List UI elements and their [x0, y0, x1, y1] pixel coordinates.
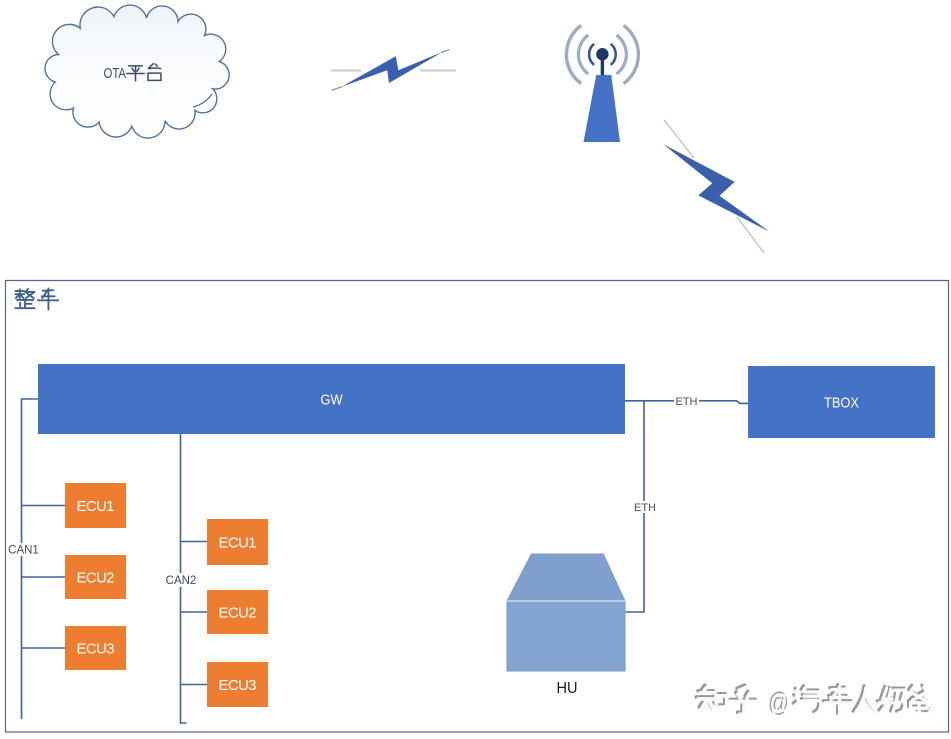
svg-text:ECU1: ECU1: [219, 535, 257, 552]
svg-text:ECU1: ECU1: [77, 498, 115, 515]
svg-text:@: @: [770, 689, 791, 719]
svg-text:ECU2: ECU2: [219, 605, 257, 622]
svg-text:CAN2: CAN2: [166, 575, 197, 587]
svg-text:@: @: [768, 687, 789, 717]
svg-text:ETH: ETH: [634, 502, 656, 514]
svg-text:HU: HU: [557, 680, 578, 697]
svg-text:ETH: ETH: [676, 396, 698, 408]
svg-text:ECU3: ECU3: [219, 677, 257, 694]
svg-text:ECU2: ECU2: [77, 570, 115, 587]
svg-text:CAN1: CAN1: [8, 545, 39, 557]
svg-text:OTA: OTA: [104, 65, 127, 82]
svg-text:ECU3: ECU3: [77, 641, 115, 658]
svg-text:GW: GW: [321, 391, 344, 408]
svg-text:TBOX: TBOX: [824, 394, 859, 411]
